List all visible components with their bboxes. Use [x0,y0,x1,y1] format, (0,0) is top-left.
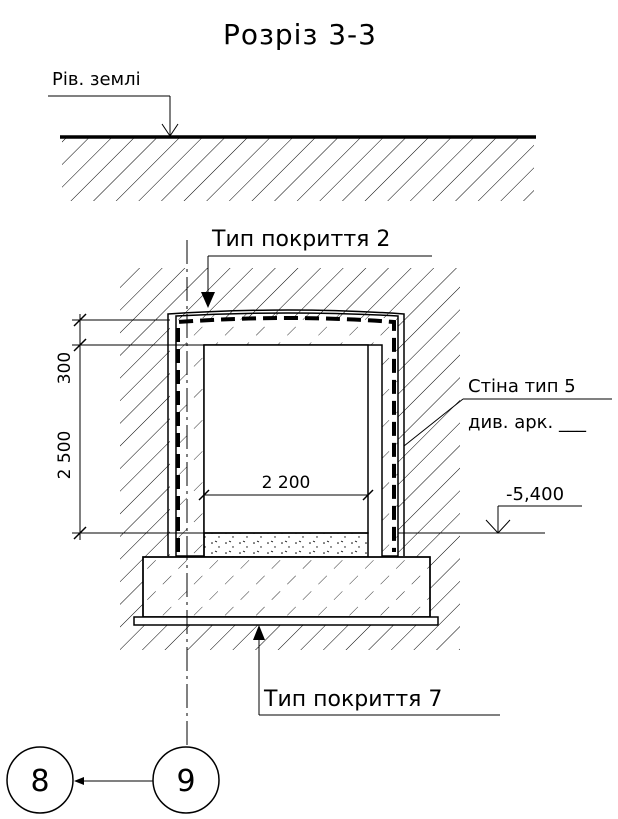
axis-label-8: 8 [30,764,49,799]
elevation-mark: -5,400 [398,484,582,534]
dim-width: 2 200 [262,473,311,493]
bottom-fill [203,532,369,558]
axis-label-9: 9 [176,764,195,799]
horizontal-dimension: 2 200 [198,473,374,501]
top-coating-label: Тип покриття 2 [211,227,390,252]
wall-label-line2: див. арк. ___ [468,412,587,433]
wall-callout: Стіна тип 5 див. арк. ___ [403,376,612,447]
drawing-title: Розріз 3-3 [223,18,377,51]
axis-bubble-8 [6,746,74,814]
ground-label: Рів. землі [52,69,141,90]
grid-axes: 8 9 [6,746,220,814]
vertical-dimensions: 300 2 500 [55,313,204,540]
channel-walls [175,312,399,557]
ground-hatch [62,137,534,201]
channel-opening [203,344,369,534]
elevation-value: -5,400 [506,484,564,505]
dim-slab: 300 [55,352,75,384]
dim-height: 2 500 [55,431,75,480]
axis-bubble-9 [152,746,220,814]
ground-level: Рів. землі [48,69,536,201]
bottom-coating-label: Тип покриття 7 [263,687,442,712]
footing [142,556,431,618]
top-coating-callout: Тип покриття 2 [201,227,432,308]
wall-label-line1: Стіна тип 5 [468,376,576,397]
bedding-layer [133,616,439,626]
bottom-coating-callout: Тип покриття 7 [253,625,500,716]
waterproofing-line [176,316,396,552]
